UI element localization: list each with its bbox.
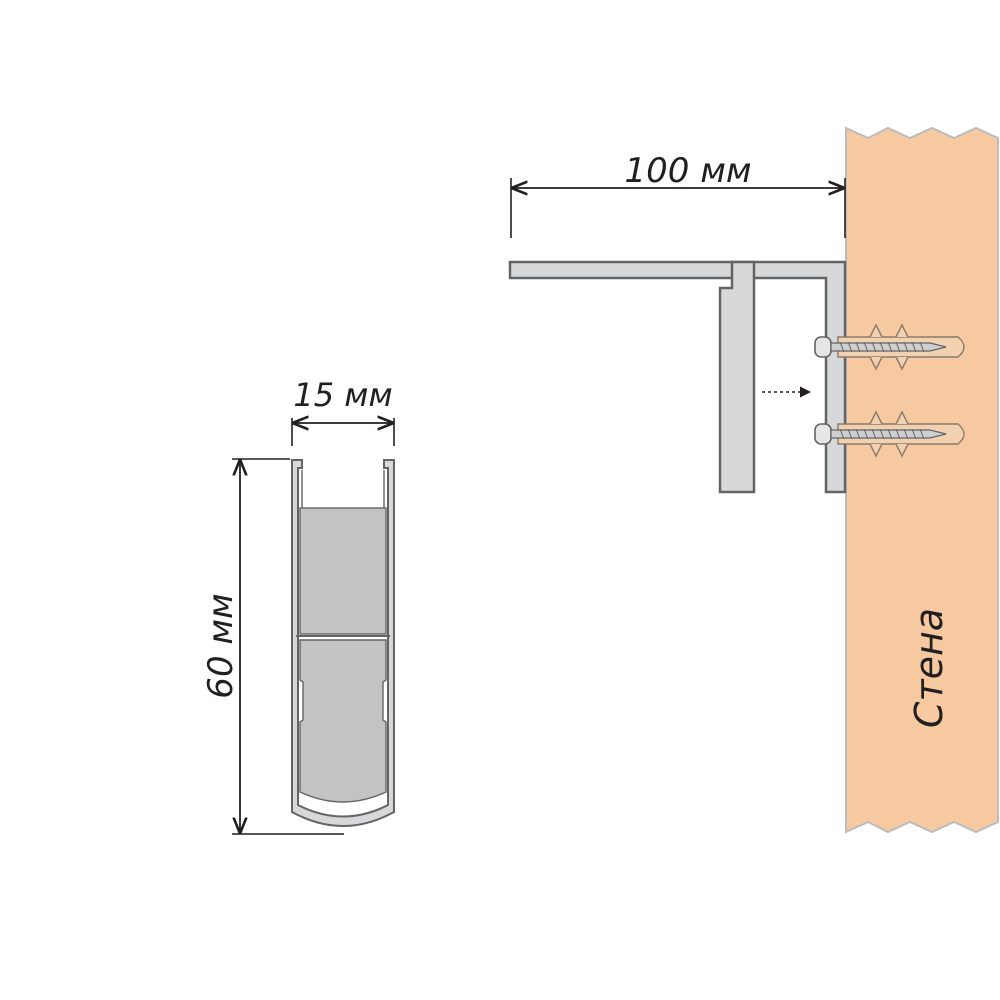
screw-thread-icon xyxy=(830,429,947,439)
wall-label: Стена xyxy=(907,608,951,728)
hanging-profile-body xyxy=(718,260,756,494)
profile-insert-upper xyxy=(299,507,387,635)
dimension-label-15mm: 15 мм xyxy=(293,376,392,414)
hanging-profile-side xyxy=(718,260,756,494)
wall: Стена xyxy=(845,126,999,834)
screw-head-icon xyxy=(814,336,832,358)
dimension-label-100mm: 100 мм xyxy=(624,151,751,191)
profile-cross-section xyxy=(291,459,395,827)
profile-shell xyxy=(291,459,395,827)
profile-insert-lower xyxy=(299,639,387,803)
wall-body xyxy=(845,126,999,834)
screw-and-dowel-top xyxy=(814,323,965,371)
dimension-bracket-width: 100 мм xyxy=(510,151,846,238)
screw-thread-icon xyxy=(830,342,947,352)
wall-bracket xyxy=(508,260,847,494)
dimension-profile-width: 15 мм xyxy=(291,376,395,446)
dimension-label-60mm: 60 мм xyxy=(201,593,241,698)
screw-head-icon xyxy=(814,423,832,445)
dimension-profile-height: 60 мм xyxy=(201,458,344,835)
bracket-l-profile xyxy=(508,260,847,494)
screw-and-dowel-bottom xyxy=(814,410,965,458)
